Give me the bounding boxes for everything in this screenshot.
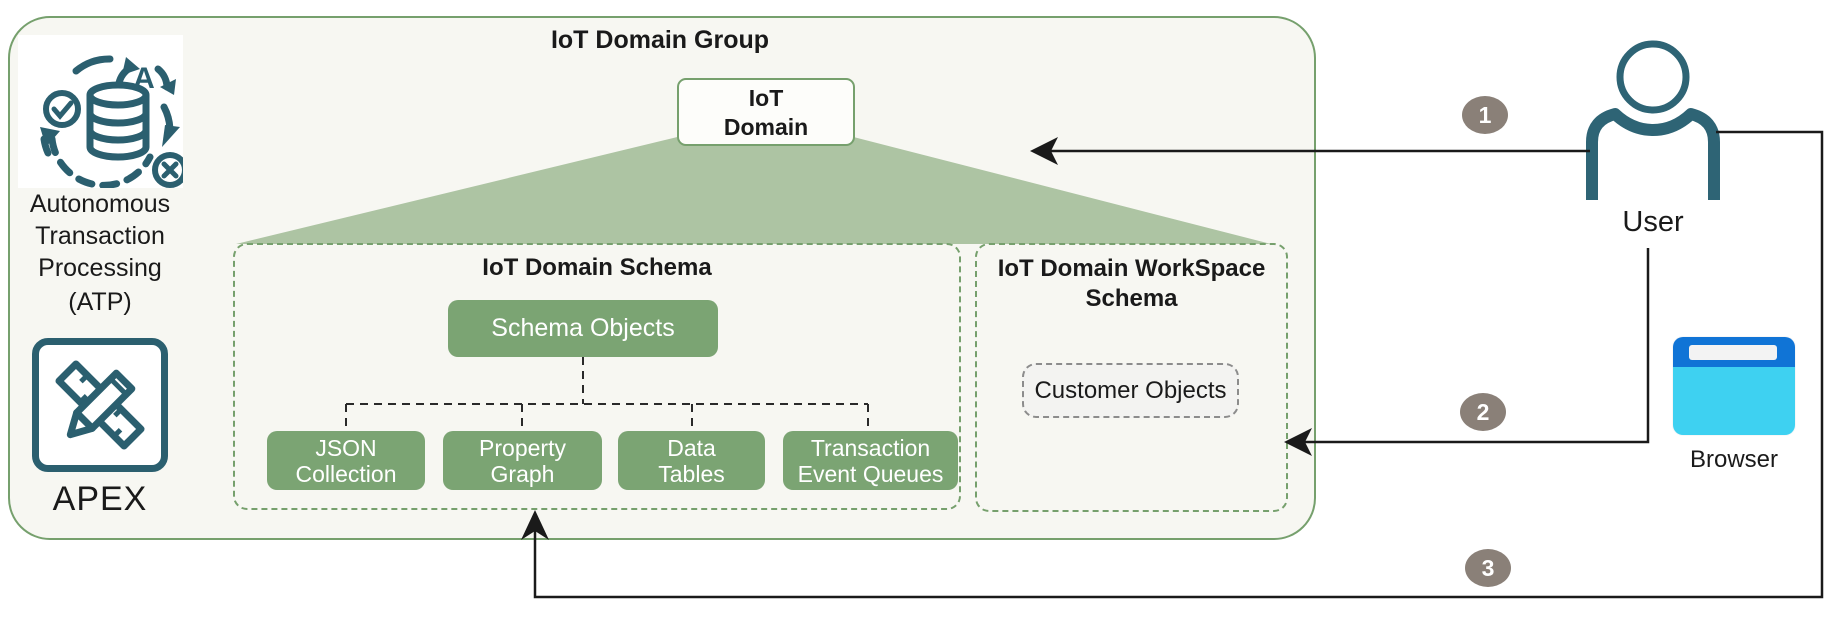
customer-objects-node: Customer Objects xyxy=(1022,363,1239,418)
browser-label: Browser xyxy=(1689,446,1779,473)
step-badge-1: 1 xyxy=(1462,96,1508,134)
atp-database-icon: A xyxy=(18,35,188,189)
json-collection-line1: JSON xyxy=(315,435,377,461)
iot-domain-line1: IoT xyxy=(748,85,784,111)
atp-label-line3: Processing xyxy=(38,254,162,282)
step-badge-3: 3 xyxy=(1465,549,1511,587)
data-tables-line2: Tables xyxy=(658,461,725,487)
group-title: IoT Domain Group xyxy=(550,26,770,54)
data-tables-node: Data Tables xyxy=(618,431,765,490)
json-collection-line2: Collection xyxy=(295,461,397,487)
atp-abbreviation: (ATP) xyxy=(68,288,132,316)
property-graph-node: Property Graph xyxy=(443,431,602,490)
schema-title: IoT Domain Schema xyxy=(482,254,712,281)
apex-label: APEX xyxy=(52,480,148,518)
svg-text:A: A xyxy=(133,62,155,95)
schema-objects-node: Schema Objects xyxy=(448,300,718,357)
workspace-title-line2: Schema xyxy=(1085,285,1178,312)
user-label: User xyxy=(1622,206,1684,238)
atp-label: Autonomous Transaction Processing xyxy=(0,188,200,284)
atp-label-line1: Autonomous xyxy=(29,190,171,218)
browser-titlebar xyxy=(1673,337,1795,367)
browser-addressbar xyxy=(1689,345,1777,360)
iot-domain-node: IoT Domain xyxy=(677,78,855,146)
property-graph-line1: Property xyxy=(479,435,566,461)
user-icon xyxy=(1580,36,1726,200)
data-tables-line1: Data xyxy=(667,435,716,461)
workspace-title-line1: IoT Domain WorkSpace xyxy=(997,255,1266,282)
property-graph-line2: Graph xyxy=(490,461,555,487)
json-collection-node: JSON Collection xyxy=(267,431,425,490)
transaction-event-queues-line1: Transaction xyxy=(810,435,931,461)
workspace-title: IoT Domain WorkSpace Schema xyxy=(975,254,1288,314)
step-badge-2: 2 xyxy=(1460,393,1506,431)
atp-label-line2: Transaction xyxy=(35,222,165,250)
apex-pencil-ruler-icon xyxy=(32,338,168,472)
transaction-event-queues-line2: Event Queues xyxy=(797,461,944,487)
iot-domain-line2: Domain xyxy=(723,114,809,140)
browser-body xyxy=(1673,367,1795,435)
browser-icon xyxy=(1673,337,1795,435)
transaction-event-queues-node: Transaction Event Queues xyxy=(783,431,958,490)
